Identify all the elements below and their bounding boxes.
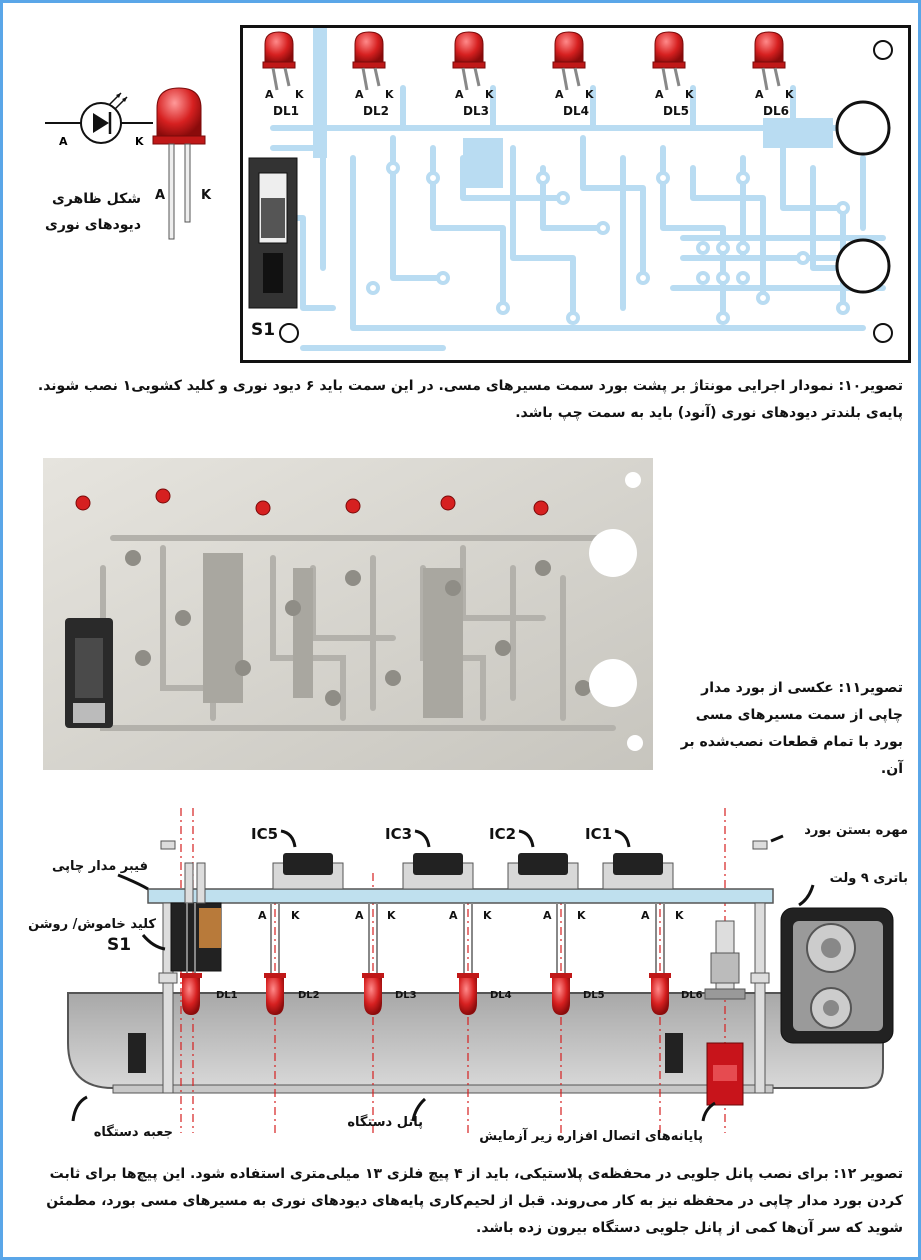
pcb-led-4-label: DL4: [563, 104, 589, 118]
assy-led-1-label: DL1: [216, 990, 238, 1001]
assy-led-6-label: DL6: [681, 990, 703, 1001]
label-case: جعبه دستگاه: [93, 1125, 173, 1140]
ic3-label: IC3: [385, 825, 412, 843]
assy-led-4-label: DL4: [490, 990, 512, 1001]
pcb-led-6-k: K: [785, 88, 794, 101]
pcb-led-2-k: K: [385, 88, 394, 101]
pcb-led-4-a: A: [555, 88, 564, 101]
assy-pin-a-6: A: [641, 909, 650, 922]
assy-led-2-label: DL2: [298, 990, 320, 1001]
figure-10: A K A K شکل ظاهری دیودهای نوری: [3, 3, 921, 368]
symbol-pin-k: K: [135, 135, 144, 148]
label-s1: S1: [107, 935, 132, 955]
pcb-led-2-label: DL2: [363, 104, 389, 118]
figure-12: DL1 DL2 DL3 DL4 DL5 DL6 A K A K A K A K …: [3, 803, 921, 1158]
label-panel: پانل دستگاه: [347, 1115, 423, 1130]
assy-pin-a-3: A: [355, 909, 364, 922]
assy-pin-k-5: K: [577, 909, 586, 922]
pcb-led-6-label: DL6: [763, 104, 789, 118]
assy-pin-a-2: A: [258, 909, 267, 922]
assy-pin-k-3: K: [387, 909, 396, 922]
assy-pin-k-4: K: [483, 909, 492, 922]
pcb-led-4-k: K: [585, 88, 594, 101]
pcb-led-1-a: A: [265, 88, 274, 101]
assy-pin-a-4: A: [449, 909, 458, 922]
led-legend-title: شکل ظاهری دیودهای نوری: [45, 191, 141, 233]
pcb-switch-label: S1: [251, 320, 276, 340]
pcb-led-1-k: K: [295, 88, 304, 101]
ic5-label: IC5: [251, 825, 278, 843]
led-symbol-diagram: A K: [45, 92, 153, 148]
pcb-photo: [43, 458, 653, 770]
ic2-label: IC2: [489, 825, 516, 843]
figure-11-caption: تصویر۱۱: عکسی از بورد مدار چاپی از سمت م…: [680, 680, 903, 777]
led-pin-k-label: K: [201, 188, 212, 203]
led-physical-drawing: [152, 87, 206, 240]
pcb-led-6-a: A: [755, 88, 764, 101]
pcb-led-5-a: A: [655, 88, 664, 101]
assy-pin-k-2: K: [291, 909, 300, 922]
assy-led-5-label: DL5: [583, 990, 605, 1001]
pcb-led-3-a: A: [455, 88, 464, 101]
pcb-led-1-label: DL1: [273, 104, 299, 118]
pcb-led-5-k: K: [685, 88, 694, 101]
assy-pin-a-5: A: [543, 909, 552, 922]
led-pin-a-label: A: [155, 188, 166, 203]
pcb-led-3-k: K: [485, 88, 494, 101]
figure-10-caption: تصویر۱۰: نمودار اجرایی مونتاژ بر پشت بور…: [37, 378, 903, 421]
pcb-layout-panel: A K DL1 A K DL2 A K DL3 A K DL4 A K DL5 …: [240, 25, 911, 363]
ic1-label: IC1: [585, 825, 612, 843]
pcb-led-5-label: DL5: [663, 104, 689, 118]
label-battery: باتری ۹ ولت: [829, 871, 908, 886]
pcb-led-3-label: DL3: [463, 104, 489, 118]
figure-12-caption: تصویر ۱۲: برای نصب پانل جلویی در محفظه‌ی…: [46, 1166, 903, 1236]
label-board-nut: مهره بستن بورد: [804, 823, 908, 838]
label-pcb-fiber: فیبر مدار چاپی: [51, 859, 148, 874]
assembly-cross-section: DL1 DL2 DL3 DL4 DL5 DL6 A K A K A K A K …: [67, 808, 894, 1133]
symbol-pin-a: A: [59, 135, 68, 148]
pcb-photo-graphic: [43, 458, 653, 770]
assy-pin-k-6: K: [675, 909, 684, 922]
label-switch: کلید خاموش/ روشن: [28, 917, 156, 932]
pcb-copper-traces: [248, 28, 893, 351]
assy-led-3-label: DL3: [395, 990, 417, 1001]
pcb-led-row: [262, 30, 787, 92]
pcb-led-2-a: A: [355, 88, 364, 101]
label-terminals: پایانه‌های اتصال افزاره زیر آزمایش: [479, 1129, 703, 1144]
